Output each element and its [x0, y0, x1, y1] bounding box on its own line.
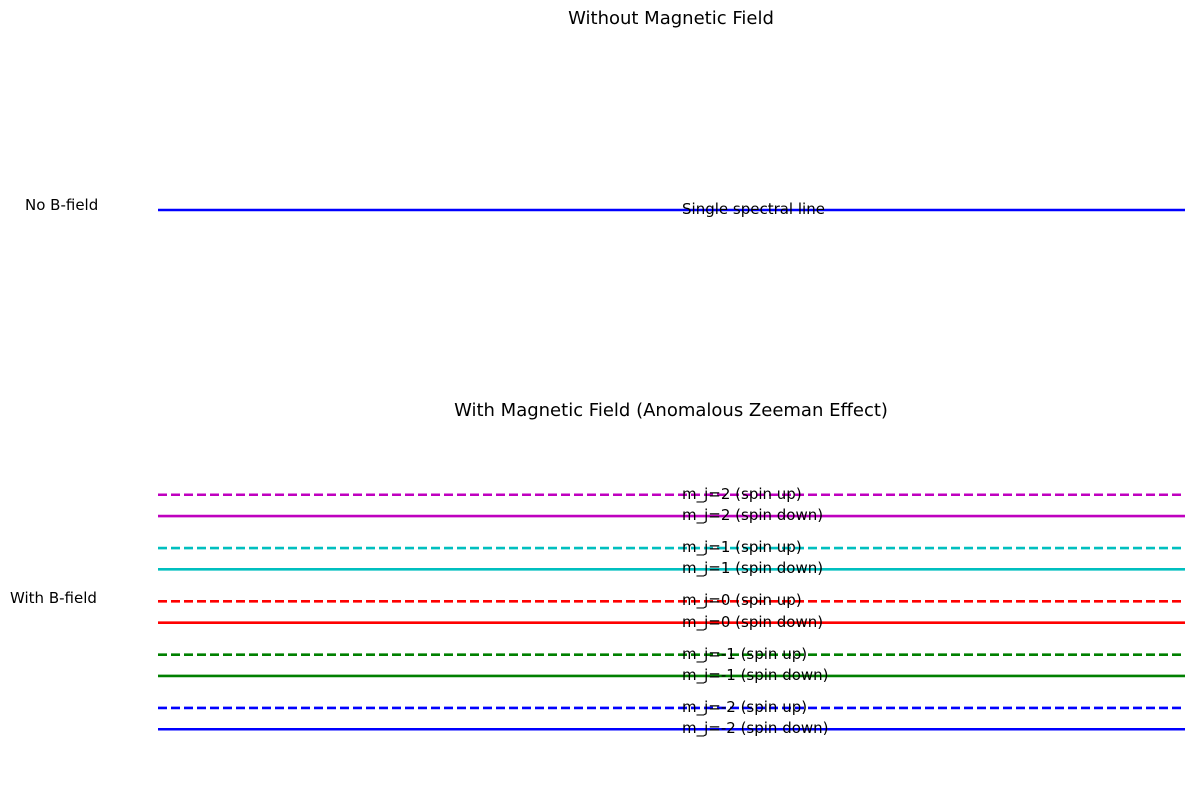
panel-title-with-field: With Magnetic Field (Anomalous Zeeman Ef… [454, 400, 888, 421]
spectral-line-label-0-0: Single spectral line [682, 199, 825, 218]
panel-title-no-field: Without Magnetic Field [568, 8, 774, 29]
side-label-with-field: With B-field [10, 589, 97, 607]
spectral-line-label-1-7: m_j=-1 (spin down) [682, 665, 829, 684]
spectral-line-label-1-4: m_j=0 (spin up) [682, 591, 802, 610]
spectral-line-label-1-0: m_j=2 (spin up) [682, 484, 802, 503]
side-label-no-field: No B-field [25, 196, 99, 214]
spectral-line-label-1-3: m_j=1 (spin down) [682, 559, 824, 578]
spectral-line-label-1-6: m_j=-1 (spin up) [682, 644, 808, 663]
spectral-line-label-1-9: m_j=-2 (spin down) [682, 719, 829, 737]
spectral-line-label-1-2: m_j=1 (spin up) [682, 537, 802, 556]
spectral-line-label-1-8: m_j=-2 (spin up) [682, 697, 808, 716]
spectral-line-label-1-1: m_j=2 (spin down) [682, 505, 824, 524]
spectral-line-label-1-5: m_j=0 (spin down) [682, 612, 824, 631]
